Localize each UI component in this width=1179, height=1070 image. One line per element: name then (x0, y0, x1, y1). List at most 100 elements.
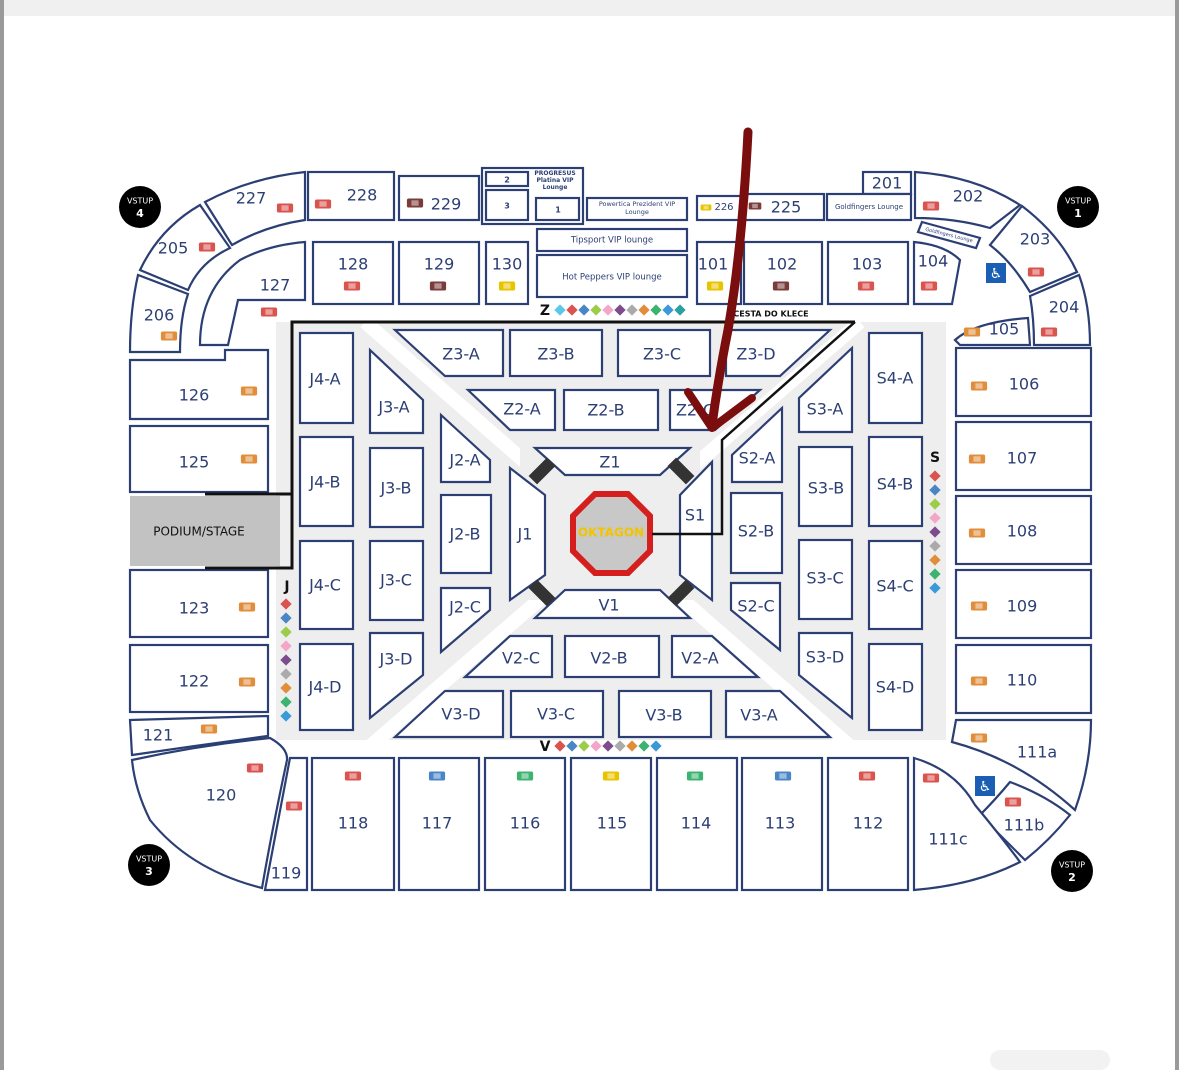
entrance-4[interactable]: VSTUP 4 (119, 186, 161, 228)
box-label: 3 (504, 202, 510, 211)
entrance-2[interactable]: VSTUP 2 (1051, 850, 1093, 892)
floor-section-S2-A[interactable] (730, 405, 784, 484)
entrance-3[interactable]: VSTUP 3 (128, 844, 170, 886)
floor-section-Z3-B[interactable] (508, 328, 604, 378)
ticket-icon (280, 612, 292, 624)
section-126[interactable] (128, 348, 270, 421)
section-121[interactable] (128, 714, 270, 757)
floor-section-S2-B[interactable] (729, 491, 784, 575)
ticket-icon (968, 454, 986, 464)
floor-section-J2-B[interactable] (439, 493, 493, 575)
floor-section-S1[interactable] (678, 459, 714, 603)
section-103[interactable] (826, 240, 910, 306)
floor-section-J4-C[interactable] (298, 539, 355, 631)
section-119[interactable] (263, 756, 309, 892)
section-129[interactable] (397, 240, 481, 306)
section-117[interactable] (397, 756, 481, 892)
box-2[interactable] (484, 170, 530, 188)
floor-section-Z3-C[interactable] (616, 328, 712, 378)
floor-section-V3-C[interactable] (509, 689, 605, 739)
floor-section-S4-B[interactable] (867, 435, 924, 528)
section-205[interactable] (988, 204, 1079, 294)
ticket-icon (920, 281, 938, 291)
section-120[interactable] (130, 736, 289, 890)
section-label: Z3-A (442, 345, 480, 364)
ticket-icon (662, 304, 674, 316)
floor-section-Z3-A[interactable] (392, 328, 505, 378)
section-204[interactable] (913, 170, 1022, 230)
lounge-goldfingers-2[interactable] (916, 220, 982, 250)
section-227[interactable] (203, 170, 307, 247)
floor-section-Z2-B[interactable] (562, 388, 660, 432)
floor-section-S4-C[interactable] (867, 539, 924, 631)
ticket-icon (614, 304, 626, 316)
section-111a[interactable] (950, 718, 1093, 812)
section-229[interactable] (397, 174, 481, 222)
section-label: J3-B (379, 479, 411, 498)
lounge-hot-peppers[interactable] (535, 253, 689, 299)
section-105[interactable] (953, 316, 1032, 347)
ticket-icon (280, 598, 292, 610)
section-label: 119 (271, 864, 302, 883)
floor-section-S4-A[interactable] (867, 331, 924, 425)
box-3[interactable] (484, 188, 530, 222)
section-label: 228 (347, 186, 378, 205)
ticket-icon (566, 304, 578, 316)
ticket-icon (200, 724, 218, 734)
section-label: S3-B (808, 479, 845, 498)
ticket-icon (238, 677, 256, 687)
floor-section-J4-B[interactable] (298, 435, 355, 528)
section-label: 121 (143, 726, 174, 745)
ticket-icon (240, 454, 258, 464)
floor-section-J1[interactable] (508, 465, 547, 603)
ticket-icon (428, 771, 446, 781)
section-label: J3-D (379, 650, 413, 669)
lounge-tipsport[interactable] (535, 227, 689, 253)
floor-section-S3-C[interactable] (797, 538, 854, 621)
floor-section-J3-B[interactable] (368, 446, 425, 529)
section-111c[interactable] (912, 756, 1022, 892)
floor-section-V3-A[interactable] (724, 689, 833, 739)
floor-section-S3-A[interactable] (797, 345, 854, 434)
entrance-1[interactable]: VSTUP 1 (1057, 186, 1099, 228)
floor-section-S4-D[interactable] (867, 642, 924, 732)
floor-section-J3-D[interactable] (368, 631, 425, 721)
section-226[interactable] (138, 203, 232, 292)
box-1[interactable] (534, 196, 581, 222)
floor-section-J3-A[interactable] (368, 347, 425, 435)
ticket-icon (260, 307, 278, 317)
floor-section-S3-B[interactable] (797, 445, 854, 528)
ticket-icon (578, 304, 590, 316)
floor-section-J2-A[interactable] (439, 412, 492, 484)
ticket-icon (614, 740, 626, 752)
floor-section-J4-A[interactable] (298, 331, 355, 425)
floor-section-J2-C[interactable] (439, 586, 492, 655)
floor-section-V2-A[interactable] (670, 634, 761, 679)
section-label: 205 (158, 239, 189, 258)
floor-section-V1[interactable] (532, 588, 693, 620)
section-label: 114 (681, 814, 712, 833)
section-111b[interactable] (978, 780, 1072, 862)
floor-section-S3-D[interactable] (797, 631, 854, 721)
zone-letter-v: V (540, 739, 551, 755)
floor-section-V2-B[interactable] (563, 634, 661, 679)
lounge-powertica[interactable] (585, 196, 689, 222)
section-130[interactable] (484, 240, 530, 306)
lounge-goldfingers[interactable] (825, 192, 913, 222)
section-102[interactable] (742, 240, 824, 306)
ticket-icon (929, 582, 941, 594)
section-127[interactable] (198, 240, 307, 347)
ticket-icon (929, 470, 941, 482)
section-228[interactable] (306, 170, 396, 222)
ticket-icon (343, 281, 361, 291)
floor-section-V2-C[interactable] (462, 634, 554, 679)
section-128[interactable] (311, 240, 395, 306)
floor-section-V3-B[interactable] (617, 689, 713, 739)
floor-section-S2-C[interactable] (729, 581, 782, 653)
floor-section-Z2-A[interactable] (465, 388, 557, 432)
floor-section-V3-D[interactable] (392, 689, 505, 739)
floor-section-J3-C[interactable] (368, 539, 425, 622)
section-label: S3-C (806, 569, 843, 588)
floor-section-J4-D[interactable] (298, 642, 355, 732)
